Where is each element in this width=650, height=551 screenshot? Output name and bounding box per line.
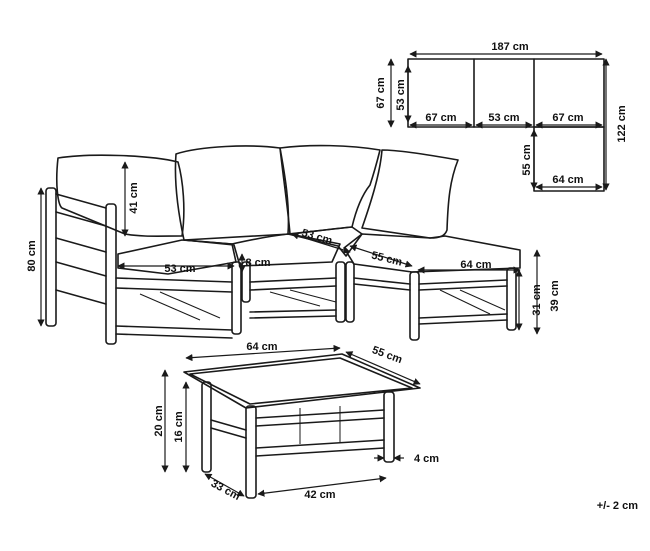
- ottoman-slat: [439, 289, 491, 315]
- arm-rail: [55, 193, 107, 209]
- dim-line: [349, 244, 413, 268]
- dimension-lines: [37, 161, 541, 497]
- label-back-height: 41 cm: [128, 182, 140, 213]
- shelf-slat: [269, 291, 321, 307]
- shelf-slat: [159, 291, 221, 319]
- back-cushion: [174, 145, 290, 245]
- label-plan-seg-left: 67 cm: [425, 112, 456, 124]
- label-table-width: 64 cm: [246, 341, 277, 353]
- base-rail: [115, 325, 233, 331]
- label-plan-seg-right: 67 cm: [552, 112, 583, 124]
- back-cushion: [55, 154, 185, 237]
- ottoman-leg: [506, 267, 517, 331]
- base-rail: [115, 333, 233, 339]
- ottoman-leg: [345, 261, 355, 323]
- label-plan-seg-mid: 53 cm: [488, 112, 519, 124]
- label-total-height: 80 cm: [26, 240, 38, 271]
- label-table-rail: 4 cm: [414, 453, 439, 465]
- table-rail: [210, 419, 247, 431]
- label-cushion-thickness: 8 cm: [245, 257, 270, 269]
- label-table-inner-depth: 33 cm: [209, 478, 242, 503]
- table-rail: [210, 427, 247, 439]
- ottoman-rail: [418, 313, 508, 319]
- table-top-inner: [189, 357, 413, 405]
- label-ottoman-frame-height: 31 cm: [531, 284, 543, 315]
- back-cushion: [279, 144, 381, 235]
- base-rail: [249, 315, 337, 319]
- label-ottoman-height: 39 cm: [549, 280, 561, 311]
- left-post: [45, 187, 57, 327]
- shelf-slat: [139, 293, 201, 321]
- plan-view: 187 cm 67 cm 53 cm 67 cm 53 cm 67 cm 122…: [375, 41, 628, 192]
- table-rail: [255, 409, 385, 419]
- arm-rail: [55, 237, 107, 253]
- table-rail: [255, 447, 385, 457]
- label-ottoman-depth: 55 cm: [370, 249, 403, 268]
- table-rail: [255, 439, 385, 449]
- label-table-depth: 55 cm: [370, 344, 404, 366]
- front-post: [335, 261, 346, 323]
- arm-rail: [55, 261, 107, 277]
- left-post: [105, 203, 117, 345]
- ottoman-rail: [353, 283, 411, 291]
- dim-line: [257, 475, 387, 497]
- label-table-height: 20 cm: [153, 405, 165, 436]
- label-seat-depth-left: 53 cm: [164, 263, 195, 275]
- label-table-under-height: 16 cm: [173, 411, 185, 442]
- arm-rail: [55, 211, 107, 227]
- label-tolerance: +/- 2 cm: [597, 500, 638, 512]
- label-plan-ottoman-depth: 55 cm: [521, 144, 533, 175]
- dim-line: [291, 232, 351, 254]
- arm-rail: [55, 289, 107, 305]
- ottoman-slat: [459, 289, 506, 311]
- table-leg: [383, 391, 395, 463]
- side-cushion: [361, 149, 459, 239]
- coffee-table-drawing: [183, 353, 421, 499]
- shelf-slat: [289, 289, 337, 303]
- dim-line: [185, 344, 341, 362]
- seat-rail: [249, 277, 337, 283]
- ottoman-rail: [418, 285, 508, 291]
- dim-line: [345, 351, 421, 385]
- ottoman-rail: [418, 279, 508, 285]
- table-rail: [255, 417, 385, 427]
- base-rail: [249, 309, 337, 313]
- table-leg: [245, 405, 257, 499]
- ottoman-leg: [409, 271, 420, 341]
- ottoman-rail: [418, 319, 508, 325]
- label-plan-total-width: 187 cm: [491, 41, 529, 53]
- seat-rail: [115, 287, 233, 293]
- label-plan-depth-inner: 53 cm: [395, 79, 407, 110]
- dim-line: [204, 473, 245, 497]
- label-plan-total-length: 122 cm: [616, 105, 628, 143]
- seat-rail: [115, 277, 233, 283]
- ottoman-rail: [353, 277, 411, 285]
- label-ottoman-width: 64 cm: [460, 259, 491, 271]
- label-plan-depth-outer: 67 cm: [375, 77, 387, 108]
- front-post: [231, 261, 242, 335]
- label-plan-ottoman-width: 64 cm: [552, 174, 583, 186]
- label-table-inner-width: 42 cm: [304, 489, 335, 501]
- ottoman-drawing: [343, 233, 521, 341]
- seat-rail: [249, 285, 337, 291]
- table-leg: [201, 381, 212, 473]
- sofa-drawing: [45, 144, 459, 345]
